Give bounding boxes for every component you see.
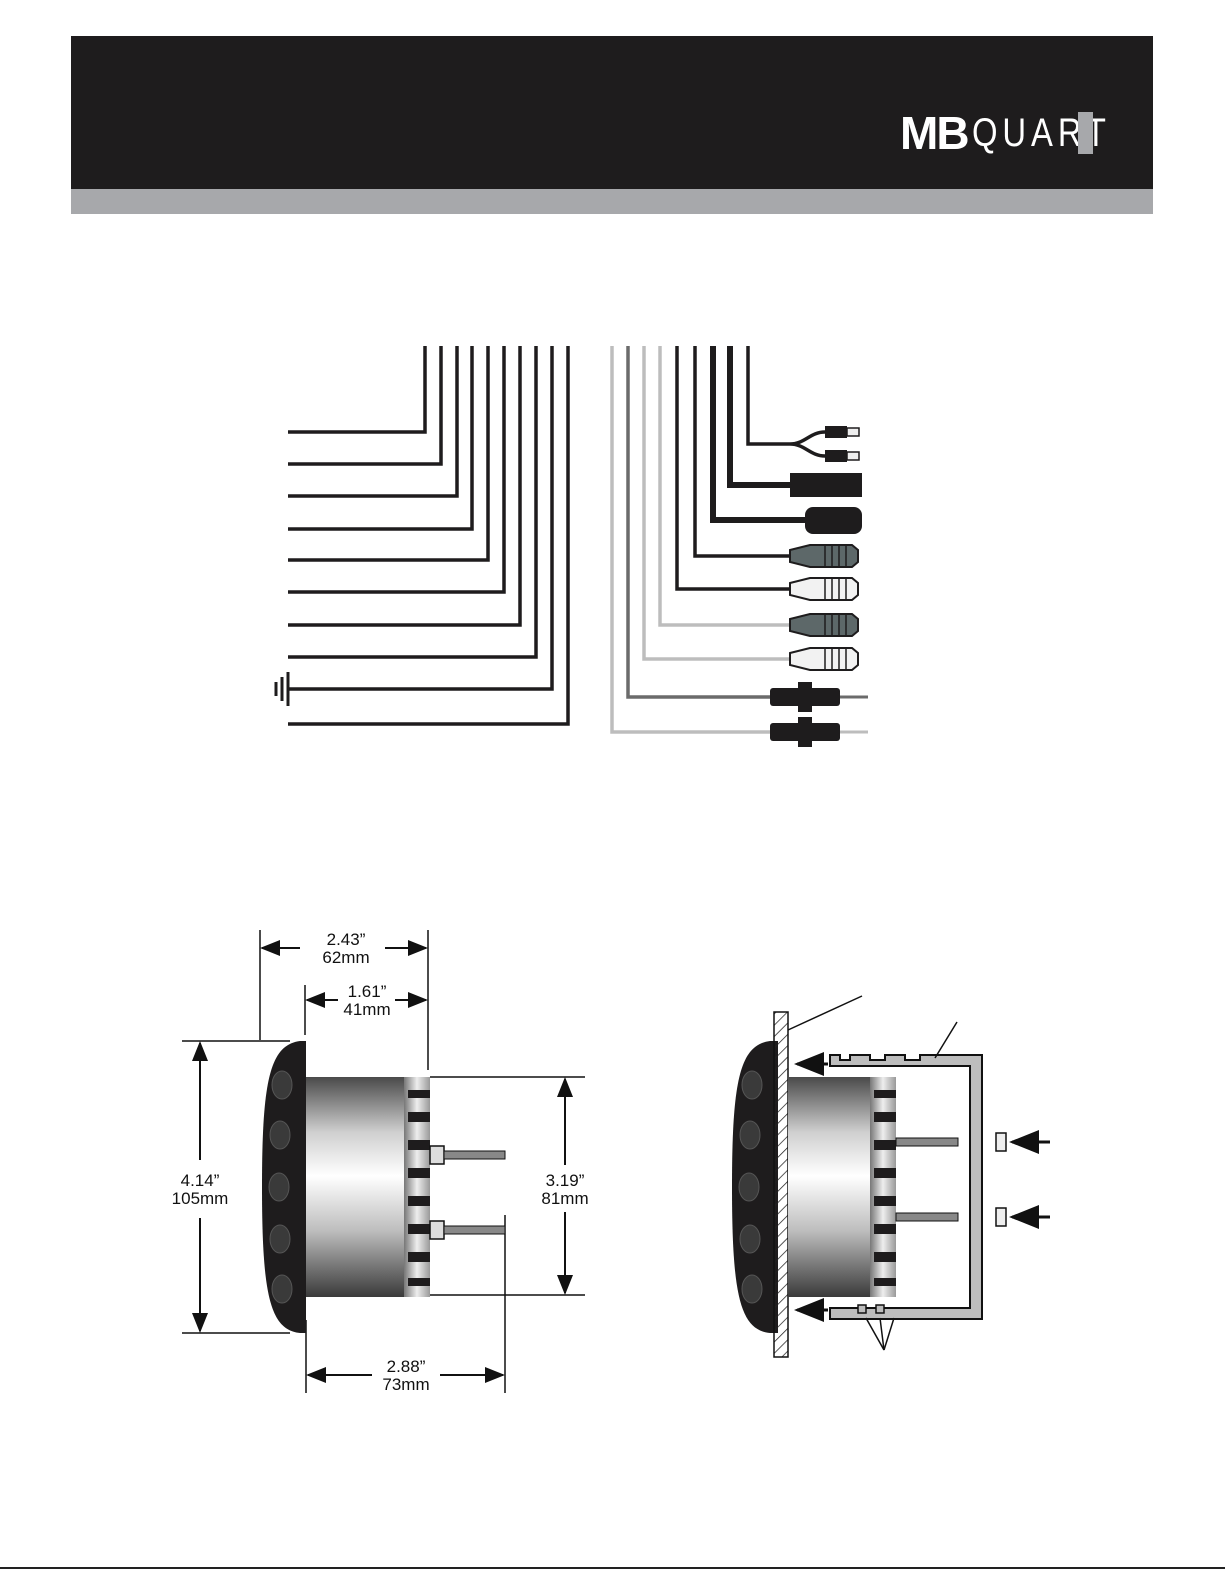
dim-overall-height-mm: 105mm (172, 1189, 229, 1208)
mounting-studs (430, 1146, 505, 1239)
dim-body-height-inch: 3.19” (546, 1171, 585, 1190)
wire-3 (288, 346, 457, 496)
wire-1 (288, 346, 425, 432)
block-connector-2 (805, 507, 862, 534)
heat-fins (404, 1077, 430, 1297)
wire-10 (288, 346, 568, 724)
dim-body-depth-inch: 1.61” (348, 982, 387, 1001)
dim-overall-height-inch: 4.14” (181, 1171, 220, 1190)
rca-plug-gray-1 (790, 545, 858, 567)
rca-plug-white-1 (790, 578, 858, 600)
wire-r1-split (790, 432, 825, 456)
speaker-body (306, 1077, 406, 1297)
rca-plug-white-2 (790, 648, 858, 670)
dim-stud-depth-mm: 73mm (382, 1375, 429, 1394)
footer-rule (0, 1567, 1225, 1569)
wire-4 (288, 346, 472, 529)
ground-icon (276, 672, 288, 706)
side-view-dimensions: 2.43” 62mm 1.61” 41mm 4.14” 105mm 3.19” … (172, 930, 589, 1394)
dual-rca-connector (825, 426, 859, 462)
wire-7 (288, 346, 520, 625)
dim-body-height-mm: 81mm (541, 1189, 588, 1208)
nut-2 (996, 1208, 1006, 1226)
wire-8 (288, 346, 536, 657)
wire-r1 (748, 346, 790, 444)
rca-plug-gray-2 (790, 614, 858, 636)
dim-overall-depth-mm: 62mm (322, 948, 369, 967)
wire-r4 (695, 346, 790, 556)
mounting-assembly-view (732, 996, 1050, 1357)
dim-body-depth-mm: 41mm (343, 1000, 390, 1019)
fuse-holder-2 (770, 717, 868, 747)
wire-r7 (644, 346, 790, 659)
wire-9 (288, 346, 552, 689)
nut-1 (996, 1133, 1006, 1151)
wire-r2 (730, 346, 790, 485)
fuse-holder-1 (770, 682, 868, 712)
dim-stud-depth-inch: 2.88” (387, 1357, 426, 1376)
assembly-body (788, 1077, 873, 1297)
mounting-panel (774, 1012, 788, 1357)
wire-2 (288, 346, 441, 464)
wiring-harness (276, 346, 868, 747)
dim-overall-depth-inch: 2.43” (327, 930, 366, 949)
block-connector-1 (790, 473, 862, 497)
